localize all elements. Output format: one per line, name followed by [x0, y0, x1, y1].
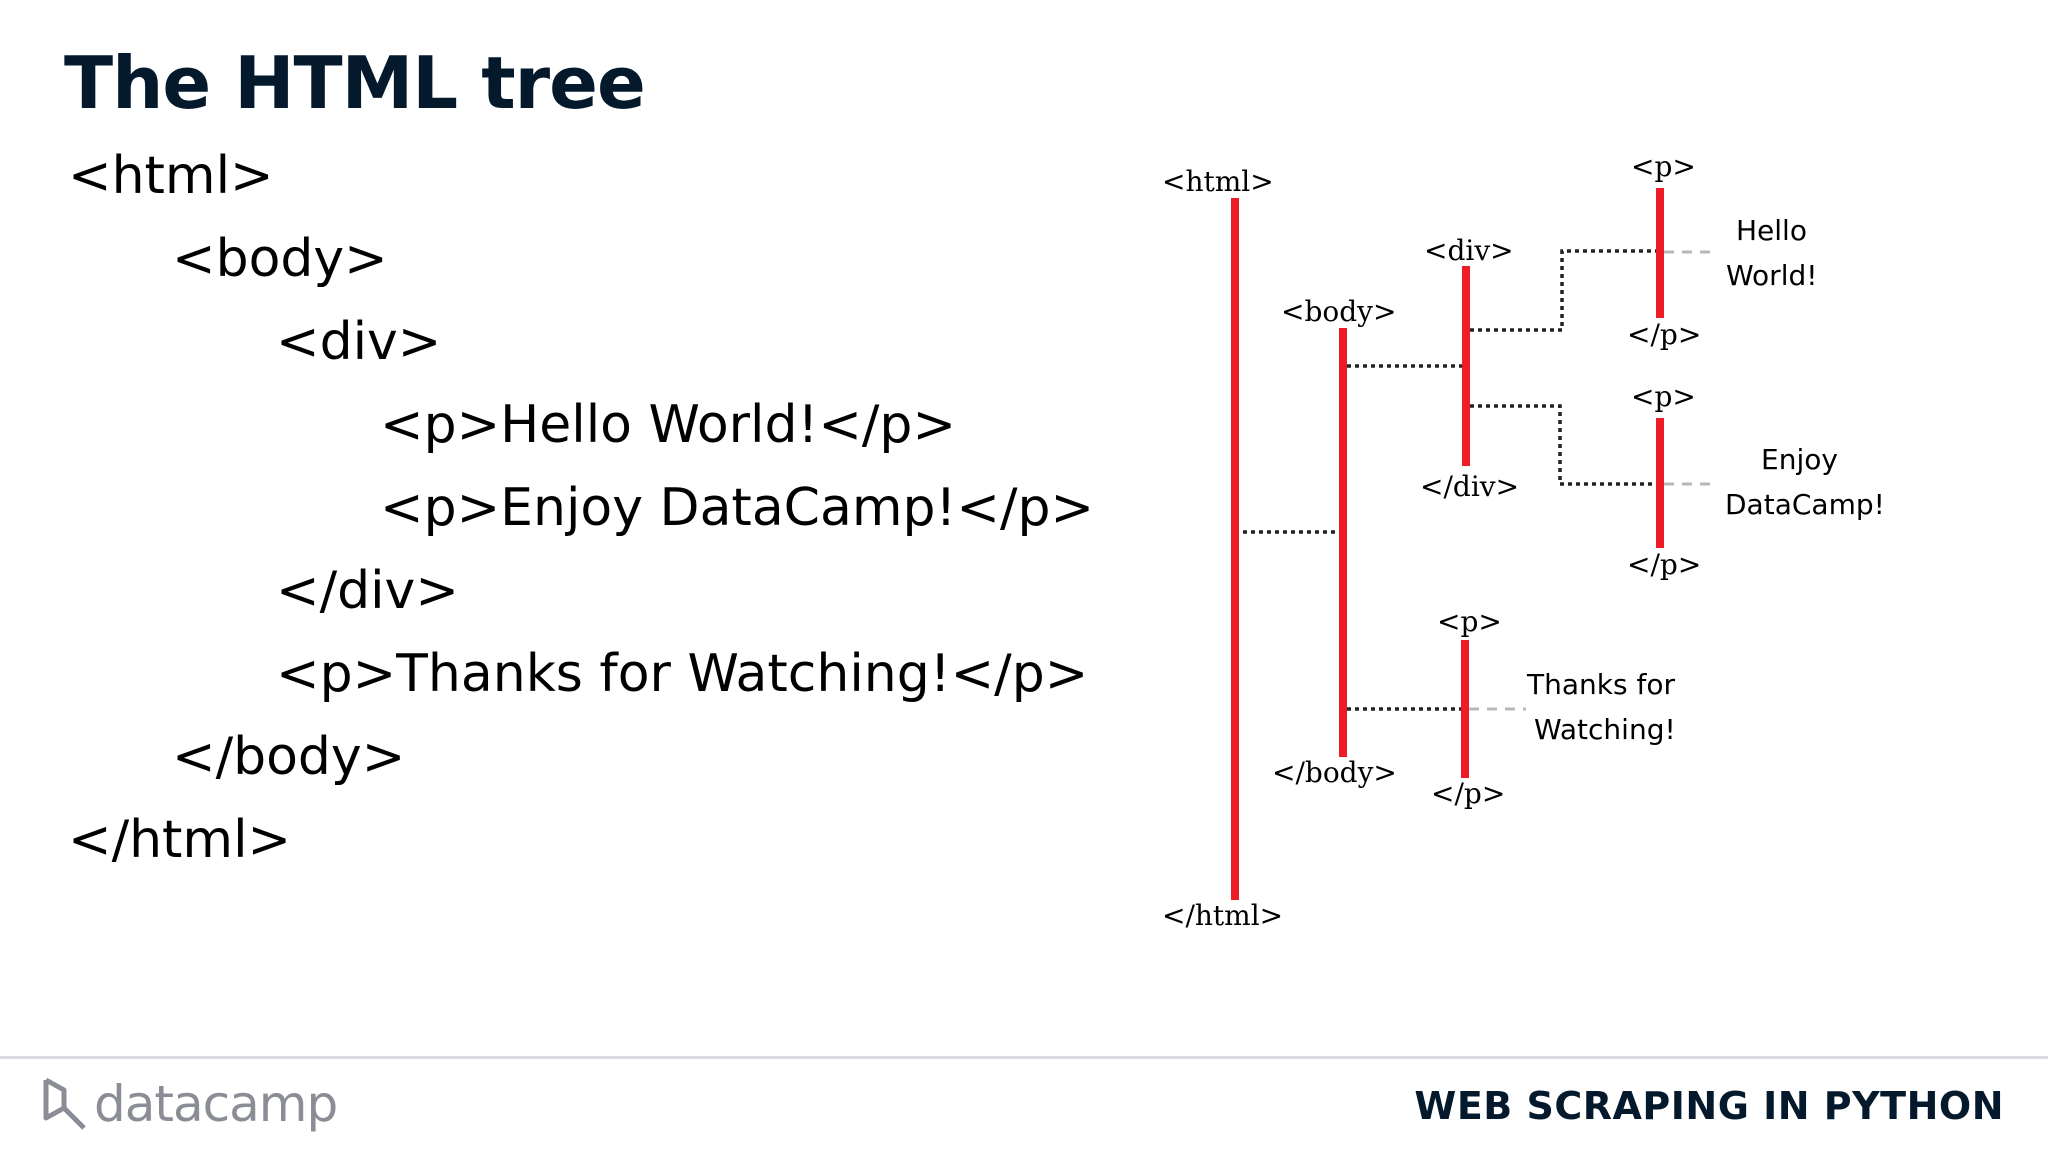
tree-text-p1-line1: Hello	[1736, 214, 1807, 247]
tree-text-p2-line1: Enjoy	[1761, 443, 1838, 476]
footer-divider	[0, 1056, 2048, 1059]
tree-label-html-close: </html>	[1162, 899, 1283, 932]
tree-text-p3-line1: Thanks for	[1526, 668, 1675, 701]
tree-text-p1-line2: World!	[1726, 259, 1817, 292]
code-line-div-open: <div>	[276, 312, 442, 372]
tree-label-p1-open: <p>	[1631, 150, 1696, 183]
code-line-div-close: </div>	[276, 561, 459, 621]
tree-label-div-close: </div>	[1420, 470, 1519, 503]
text-connectors	[1469, 250, 1718, 711]
datacamp-logo: datacamp	[40, 1074, 338, 1134]
tree-connectors	[1243, 249, 1656, 711]
code-line-body-open: <body>	[172, 229, 388, 289]
course-name: WEB SCRAPING IN PYTHON	[1414, 1084, 2004, 1128]
datacamp-logo-icon	[43, 1077, 86, 1130]
tree-label-body-close: </body>	[1272, 756, 1397, 789]
tree-label-html-open: <html>	[1162, 165, 1274, 198]
connector-div-p2	[1470, 404, 1656, 486]
tree-label-p3-close: </p>	[1431, 777, 1505, 810]
tree-label-p3-open: <p>	[1437, 605, 1502, 638]
code-line-html-close: </html>	[68, 810, 292, 870]
tree-text-p3-line2: Watching!	[1534, 713, 1676, 746]
code-line-p-thanks: <p>Thanks for Watching!</p>	[276, 644, 1089, 704]
tree-label-p2-open: <p>	[1631, 380, 1696, 413]
tree-vertical-lines	[1231, 188, 1664, 900]
tree-label-p2-close: </p>	[1627, 548, 1701, 581]
datacamp-logo-text: datacamp	[94, 1075, 338, 1133]
tree-label-p1-close: </p>	[1627, 318, 1701, 351]
code-line-p-enjoy: <p>Enjoy DataCamp!</p>	[380, 478, 1095, 538]
code-line-body-close: </body>	[172, 727, 406, 787]
slide-title: The HTML tree	[64, 41, 646, 125]
tree-text-p2-line2: DataCamp!	[1725, 488, 1885, 521]
tree-label-div-open: <div>	[1424, 234, 1514, 267]
tree-label-body-open: <body>	[1281, 295, 1396, 328]
code-line-p-hello: <p>Hello World!</p>	[380, 395, 957, 455]
connector-div-p1	[1470, 249, 1656, 332]
code-line-html-open: <html>	[68, 146, 274, 206]
